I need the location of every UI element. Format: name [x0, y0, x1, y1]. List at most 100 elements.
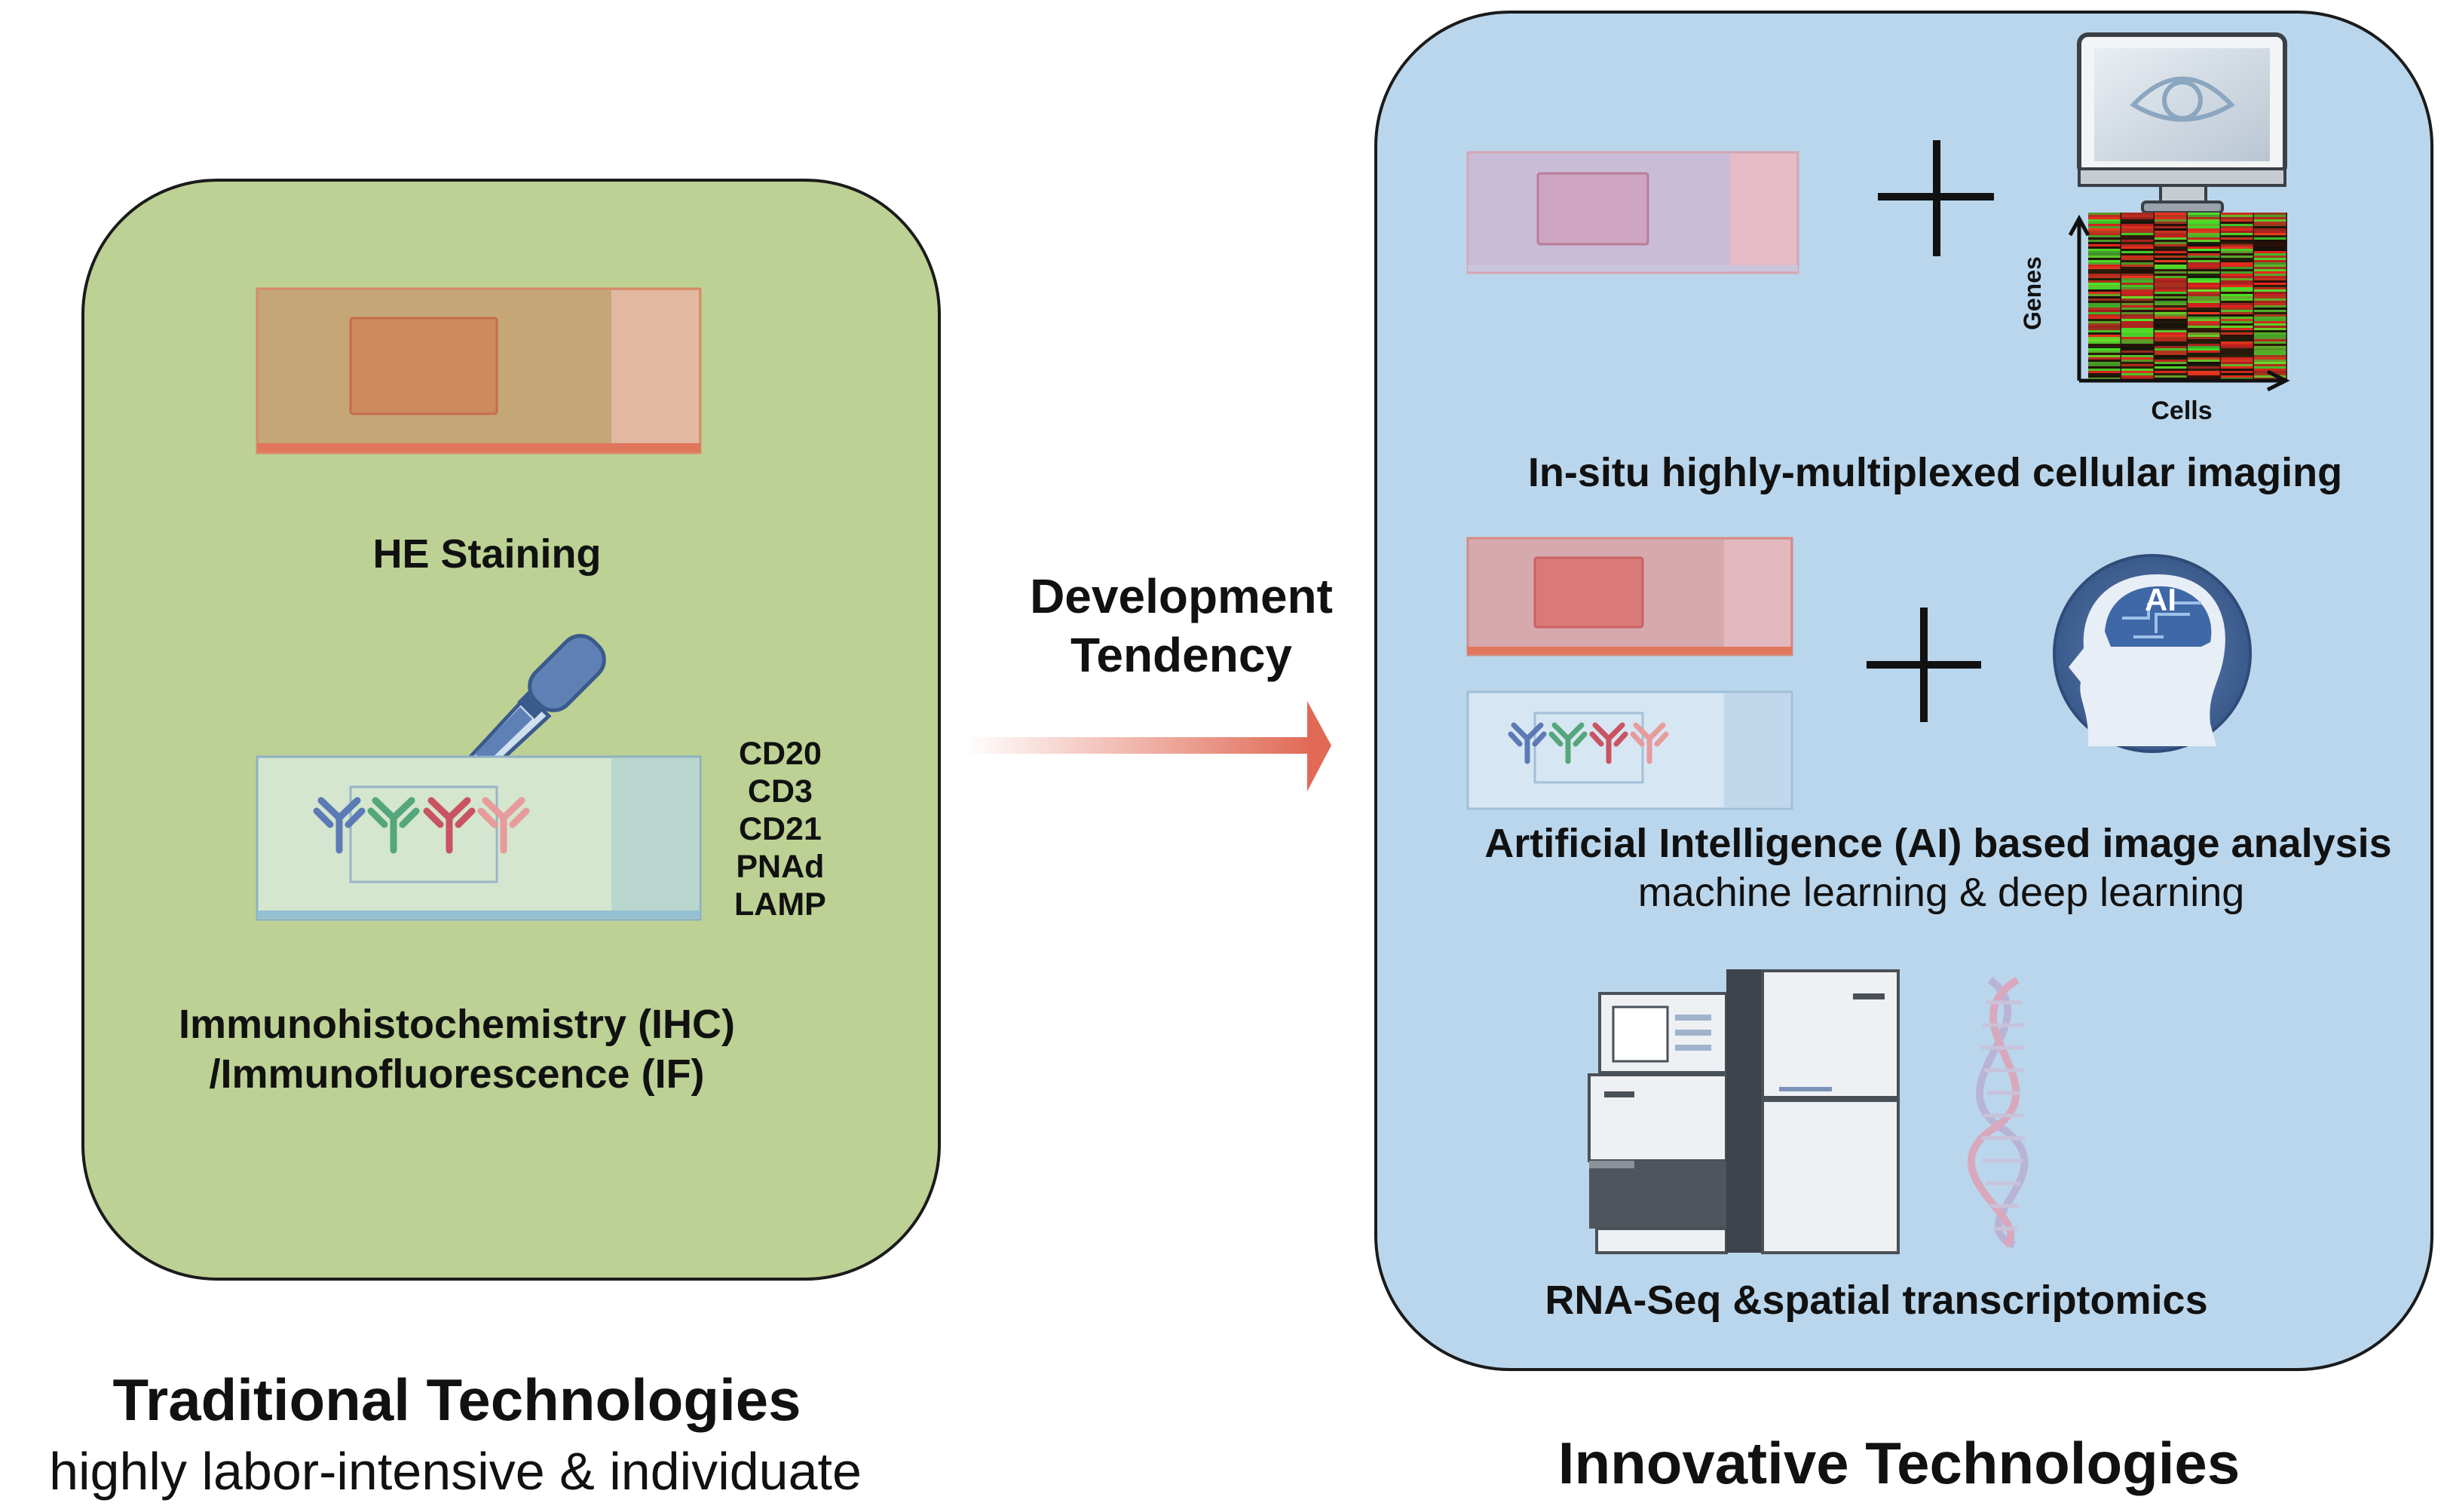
- heatmap-cell: [2221, 301, 2253, 304]
- heatmap-cell: [2254, 253, 2286, 256]
- heatmap-cell: [2254, 217, 2286, 220]
- heatmap-cell: [2121, 233, 2154, 236]
- heatmap-cell: [2155, 369, 2187, 372]
- heatmap-cell: [2088, 253, 2121, 256]
- heatmap-cell: [2221, 231, 2253, 234]
- heatmap-cell: [2188, 256, 2220, 259]
- heatmap-cell: [2088, 298, 2121, 301]
- heatmap-cell: [2088, 271, 2121, 274]
- development-arrow: [965, 701, 1331, 791]
- heatmap-cell: [2221, 262, 2253, 265]
- heatmap-cell: [2121, 215, 2154, 218]
- heatmap-cell: [2188, 213, 2220, 216]
- heatmap-cell: [2088, 287, 2121, 290]
- heatmap-cell: [2121, 305, 2154, 308]
- heatmap-cell: [2121, 326, 2154, 329]
- heatmap-cell: [2121, 296, 2154, 299]
- heatmap-cell: [2188, 337, 2220, 340]
- heatmap-cell: [2254, 287, 2286, 290]
- heatmap-cell: [2254, 375, 2286, 378]
- heatmap-cell: [2155, 366, 2187, 369]
- heatmap-cell: [2221, 319, 2253, 322]
- heatmap-cell: [2155, 276, 2187, 279]
- heatmap-cell: [2254, 319, 2286, 322]
- heatmap-cell: [2254, 285, 2286, 288]
- heatmap-cell: [2254, 337, 2286, 340]
- heatmap-cell: [2188, 353, 2220, 356]
- heatmap-cell: [2188, 366, 2220, 369]
- heatmap-cell: [2221, 283, 2253, 286]
- heatmap-cell: [2221, 219, 2253, 222]
- heatmap-cell: [2254, 346, 2286, 349]
- heatmap-cell: [2254, 323, 2286, 326]
- heatmap-cell: [2188, 323, 2220, 326]
- marker-pnad: PNAd: [736, 849, 825, 885]
- heatmap-cell: [2121, 301, 2154, 304]
- heatmap-cell: [2155, 301, 2187, 304]
- heatmap-cell: [2188, 305, 2220, 308]
- ai-analysis-sublabel: machine learning & deep learning: [1637, 870, 2245, 915]
- heatmap-cell: [2188, 330, 2220, 333]
- heatmap-cell: [2155, 362, 2187, 365]
- heatmap-cell: [2221, 330, 2253, 333]
- heatmap-cell: [2121, 260, 2154, 263]
- heatmap-cell: [2121, 292, 2154, 295]
- heatmap-cell: [2088, 260, 2121, 263]
- heatmap-cell: [2188, 294, 2220, 297]
- heatmap-cell: [2221, 269, 2253, 272]
- heatmap-cell: [2221, 312, 2253, 315]
- heatmap-cell: [2221, 265, 2253, 268]
- heatmap-cell: [2155, 303, 2187, 306]
- heatmap-cell: [2088, 330, 2121, 333]
- heatmap-cell: [2121, 360, 2154, 363]
- heatmap-cell: [2221, 357, 2253, 360]
- heatmap-cell: [2155, 271, 2187, 274]
- heatmap-cell: [2155, 222, 2187, 225]
- heatmap-cell: [2121, 341, 2154, 344]
- heatmap-cell: [2188, 260, 2220, 263]
- heatmap-cell: [2221, 226, 2253, 229]
- heatmap-cell: [2221, 337, 2253, 340]
- heatmap-cell: [2254, 341, 2286, 344]
- heatmap-cell: [2121, 344, 2154, 347]
- heatmap-cell: [2088, 305, 2121, 308]
- heatmap-cell: [2088, 249, 2121, 252]
- heatmap-cell: [2254, 294, 2286, 297]
- heatmap-cell: [2254, 260, 2286, 263]
- heatmap-cell: [2221, 346, 2253, 349]
- heatmap-cell: [2155, 310, 2187, 313]
- heatmap-cell: [2121, 375, 2154, 378]
- heatmap-cell: [2121, 226, 2154, 229]
- imaging-slide: [1466, 151, 1799, 274]
- heatmap-cell: [2121, 285, 2154, 288]
- heatmap-cell: [2088, 213, 2121, 216]
- heatmap-cell: [2121, 328, 2154, 331]
- heatmap-cell: [2155, 269, 2187, 272]
- gene-cell-heatmap: [2068, 213, 2290, 392]
- heatmap-cell: [2155, 292, 2187, 295]
- heatmap-cell: [2221, 228, 2253, 231]
- heatmap-cell: [2221, 296, 2253, 299]
- heatmap-cell: [2088, 294, 2121, 297]
- heatmap-cell: [2155, 233, 2187, 236]
- heatmap-cell: [2155, 265, 2187, 268]
- heatmap-cell: [2088, 258, 2121, 261]
- sequencer-machine-icon: [1588, 969, 1900, 1254]
- heatmap-cell: [2155, 373, 2187, 376]
- monitor-eye-icon: [2077, 32, 2287, 214]
- heatmap-cell: [2188, 226, 2220, 229]
- heatmap-cell: [2188, 253, 2220, 256]
- rna-seq-label: RNA-Seq &spatial transcriptomics: [1545, 1278, 2208, 1323]
- heatmap-cell: [2155, 217, 2187, 220]
- heatmap-cell: [2088, 353, 2121, 356]
- heatmap-cell: [2121, 271, 2154, 274]
- heatmap-cell: [2088, 341, 2121, 344]
- heatmap-cell: [2254, 348, 2286, 351]
- heatmap-cell: [2254, 283, 2286, 286]
- heatmap-cell: [2088, 323, 2121, 326]
- heatmap-cell: [2254, 228, 2286, 231]
- heatmap-cell: [2221, 341, 2253, 344]
- heatmap-cell: [2121, 228, 2154, 231]
- heatmap-cell: [2088, 308, 2121, 311]
- heatmap-cell: [2121, 274, 2154, 277]
